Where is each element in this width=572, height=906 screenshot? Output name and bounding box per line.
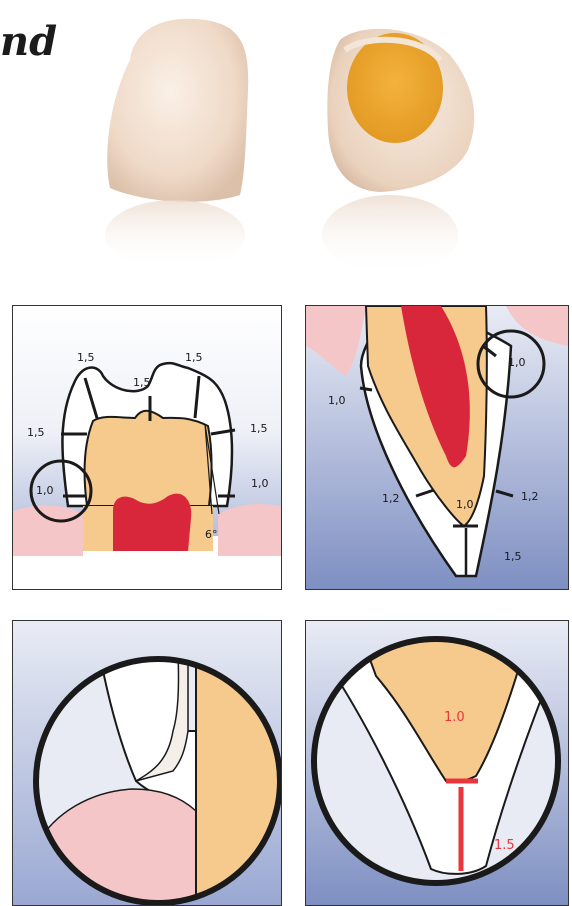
label-incisal-thickness: 1.5 <box>494 838 515 853</box>
label-cusp-left: 1,5 <box>77 351 95 364</box>
posterior-crown-diagram: 1,5 1,5 1,5 1,5 1,5 1,0 1,0 6° <box>12 305 282 590</box>
label-core-thickness: 1.0 <box>444 710 465 725</box>
label-cusp-right: 1,5 <box>185 351 203 364</box>
label-left-margin: 1,0 <box>36 484 54 497</box>
label-incisal-core: 1,0 <box>456 498 474 511</box>
crown-left <box>107 19 248 202</box>
label-right-margin: 1,0 <box>251 477 269 490</box>
label-labial-incisal: 1,2 <box>382 492 400 505</box>
label-incisal-edge: 1,5 <box>504 550 522 563</box>
incisal-detail-diagram: 1.0 1.5 <box>305 620 569 906</box>
anterior-crown-diagram: 1,0 1,0 1,2 1,0 1,2 1,5 <box>305 305 569 590</box>
label-labial: 1,0 <box>328 394 346 407</box>
label-right-wall: 1,5 <box>250 422 268 435</box>
label-angle: 6° <box>205 528 218 541</box>
title-fragment: nd <box>0 18 57 65</box>
margin-detail-diagram <box>12 620 282 906</box>
label-left-wall: 1,5 <box>27 426 45 439</box>
label-palatal-incisal: 1,2 <box>521 490 539 503</box>
label-fossa: 1,5 <box>133 376 151 389</box>
label-palatal-margin: 1,0 <box>508 356 526 369</box>
crowns-photo <box>90 0 490 300</box>
